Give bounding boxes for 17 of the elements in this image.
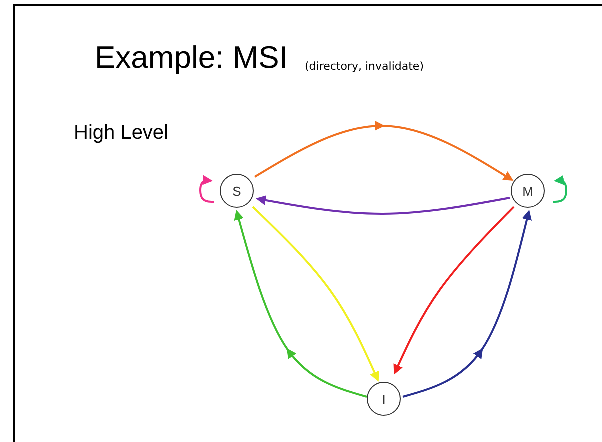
state-label: S	[232, 184, 242, 198]
slide-title: Example: MSI	[95, 40, 288, 76]
section-heading: High Level	[74, 122, 169, 145]
state-circle	[511, 174, 545, 208]
transition-arrow	[394, 206, 515, 375]
transition-arrow	[256, 196, 510, 215]
state-circle	[367, 382, 401, 416]
state-label: M	[522, 184, 534, 198]
transition-arrow	[402, 210, 532, 398]
transition-arrow	[200, 175, 214, 203]
state-circle	[220, 174, 254, 208]
transition-arrow	[234, 210, 368, 398]
subtitle-note: (directory, invalidate)	[305, 60, 424, 73]
transition-arrow	[553, 175, 568, 203]
transition-arrow	[252, 206, 380, 382]
transition-arrow	[254, 121, 514, 181]
state-label: I	[382, 392, 386, 406]
